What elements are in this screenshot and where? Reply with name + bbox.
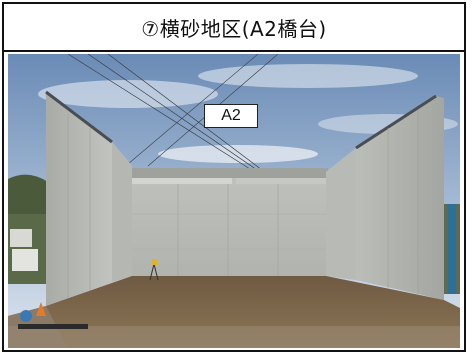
abutment-label: A2 [204,104,258,128]
site-photo: A2 [8,54,460,348]
title-divider [4,50,464,52]
page-title: ⑦横砂地区(A2橋台) [141,16,327,41]
figure-frame: ⑦横砂地区(A2橋台) [2,2,466,352]
